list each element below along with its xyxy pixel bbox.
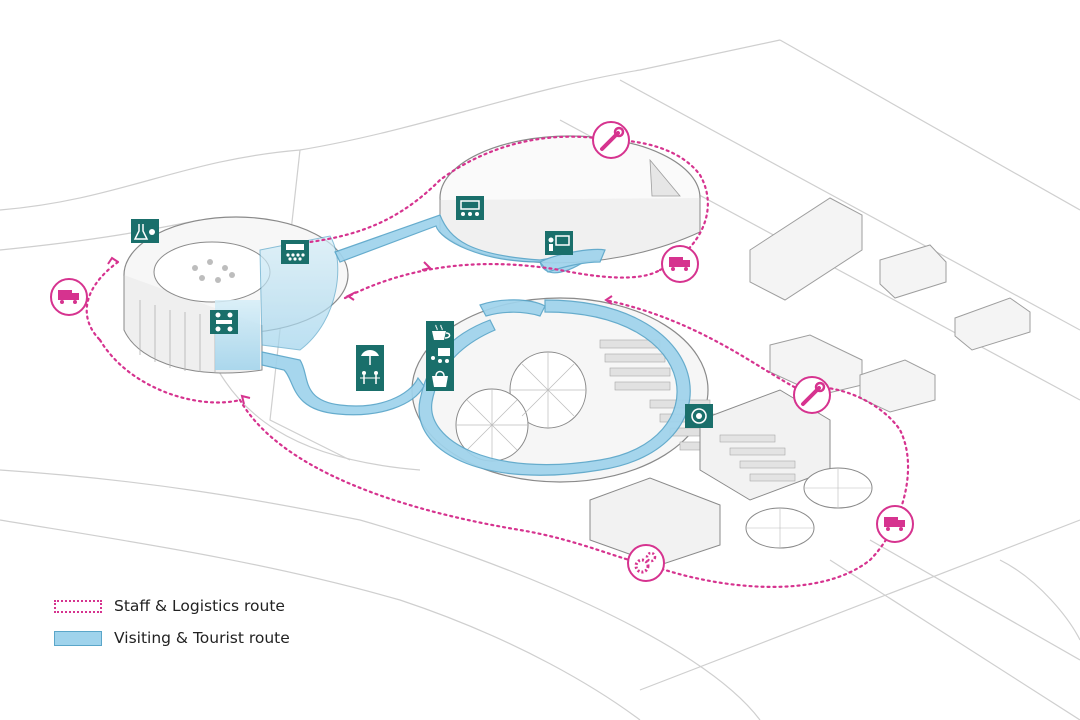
legend: Staff & Logistics route Visiting & Touri…	[54, 590, 290, 654]
legend-staff-label: Staff & Logistics route	[114, 597, 285, 615]
play-icon	[356, 367, 384, 391]
truck-icon	[661, 245, 699, 283]
route-arrows	[107, 256, 613, 405]
truck-icon	[876, 505, 914, 543]
gears-icon	[627, 544, 665, 582]
wrench-icon	[793, 376, 831, 414]
legend-staff-row: Staff & Logistics route	[54, 590, 290, 622]
truck-icon	[50, 278, 88, 316]
camera-icon	[685, 404, 713, 428]
legend-visitor-label: Visiting & Tourist route	[114, 629, 290, 647]
classroom-icon	[456, 196, 484, 220]
shop-icon	[426, 367, 454, 391]
exhibit-icon	[426, 344, 454, 368]
lecture-icon	[545, 231, 573, 255]
leisure-icon	[356, 345, 384, 369]
theater-icon	[281, 240, 309, 264]
cafe-icon	[426, 321, 454, 345]
lab-icon	[131, 219, 159, 243]
staff-route-swatch	[54, 599, 102, 613]
meeting-icon	[210, 310, 238, 334]
legend-visitor-row: Visiting & Tourist route	[54, 622, 290, 654]
warehouse-blocks	[749, 197, 1031, 413]
lower-right-facilities	[589, 389, 873, 566]
visitor-route-swatch	[54, 630, 102, 646]
wrench-icon	[592, 121, 630, 159]
